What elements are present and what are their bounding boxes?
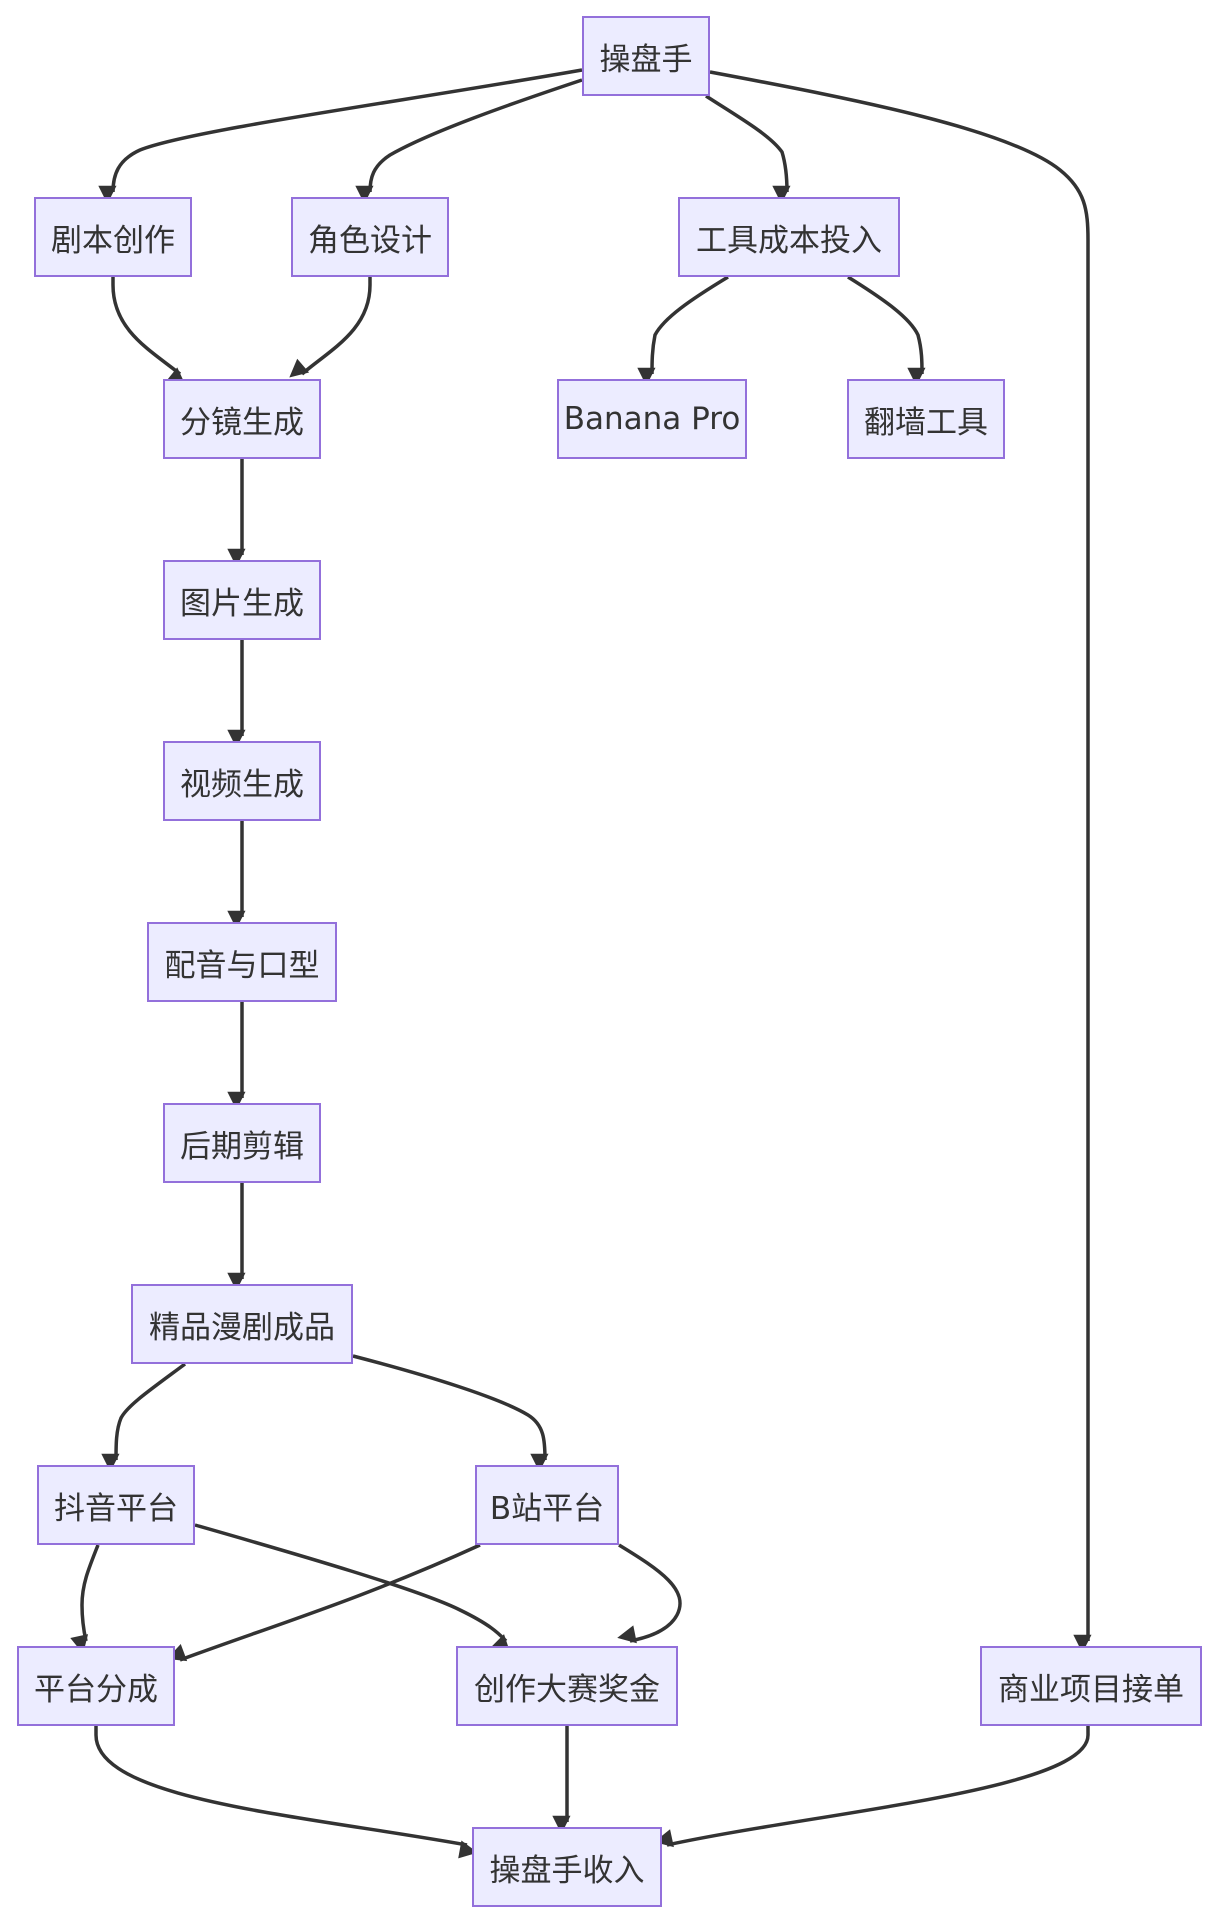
node-vpn-tool[interactable]: 翻墙工具 [847,379,1005,459]
node-operator[interactable]: 操盘手 [582,16,710,96]
node-video-gen[interactable]: 视频生成 [163,741,321,821]
edge-character-design-to-storyboard [289,277,372,378]
node-final-product[interactable]: 精品漫剧成品 [131,1284,353,1364]
node-commercial-orders[interactable]: 商业项目接单 [980,1646,1202,1726]
node-douyin[interactable]: 抖音平台 [37,1465,195,1545]
node-post-editing[interactable]: 后期剪辑 [163,1103,321,1183]
node-bilibili[interactable]: B站平台 [475,1465,619,1545]
edge-platform-share-to-operator-income [94,1726,478,1859]
edge-bilibili-to-contest-prize [617,1543,682,1644]
edge-final-product-to-bilibili [352,1354,549,1472]
node-tool-cost[interactable]: 工具成本投入 [678,197,900,277]
edge-bilibili-to-platform-share [166,1543,481,1662]
node-image-gen[interactable]: 图片生成 [163,560,321,640]
node-operator-income[interactable]: 操盘手收入 [472,1827,662,1907]
edge-operator-to-character-design [355,78,583,204]
node-platform-share[interactable]: 平台分成 [17,1646,175,1726]
edge-operator-to-commercial-orders [709,70,1092,1653]
node-banana-pro[interactable]: Banana Pro [557,379,747,459]
edge-douyin-to-contest-prize [194,1523,511,1654]
node-character-design[interactable]: 角色设计 [291,197,449,277]
edge-operator-to-script-writing [98,68,583,204]
edge-operator-to-tool-cost [705,94,791,204]
edge-commercial-orders-to-operator-income [654,1726,1090,1848]
node-dubbing[interactable]: 配音与口型 [147,922,337,1002]
node-script-writing[interactable]: 剧本创作 [34,197,192,277]
node-storyboard[interactable]: 分镜生成 [163,379,321,459]
edge-tool-cost-to-banana-pro [637,275,729,386]
edge-tool-cost-to-vpn-tool [847,275,926,386]
edge-script-writing-to-storyboard [111,277,186,386]
edge-douyin-to-platform-share [70,1544,100,1654]
edge-final-product-to-douyin [101,1362,187,1472]
node-contest-prize[interactable]: 创作大赛奖金 [456,1646,678,1726]
